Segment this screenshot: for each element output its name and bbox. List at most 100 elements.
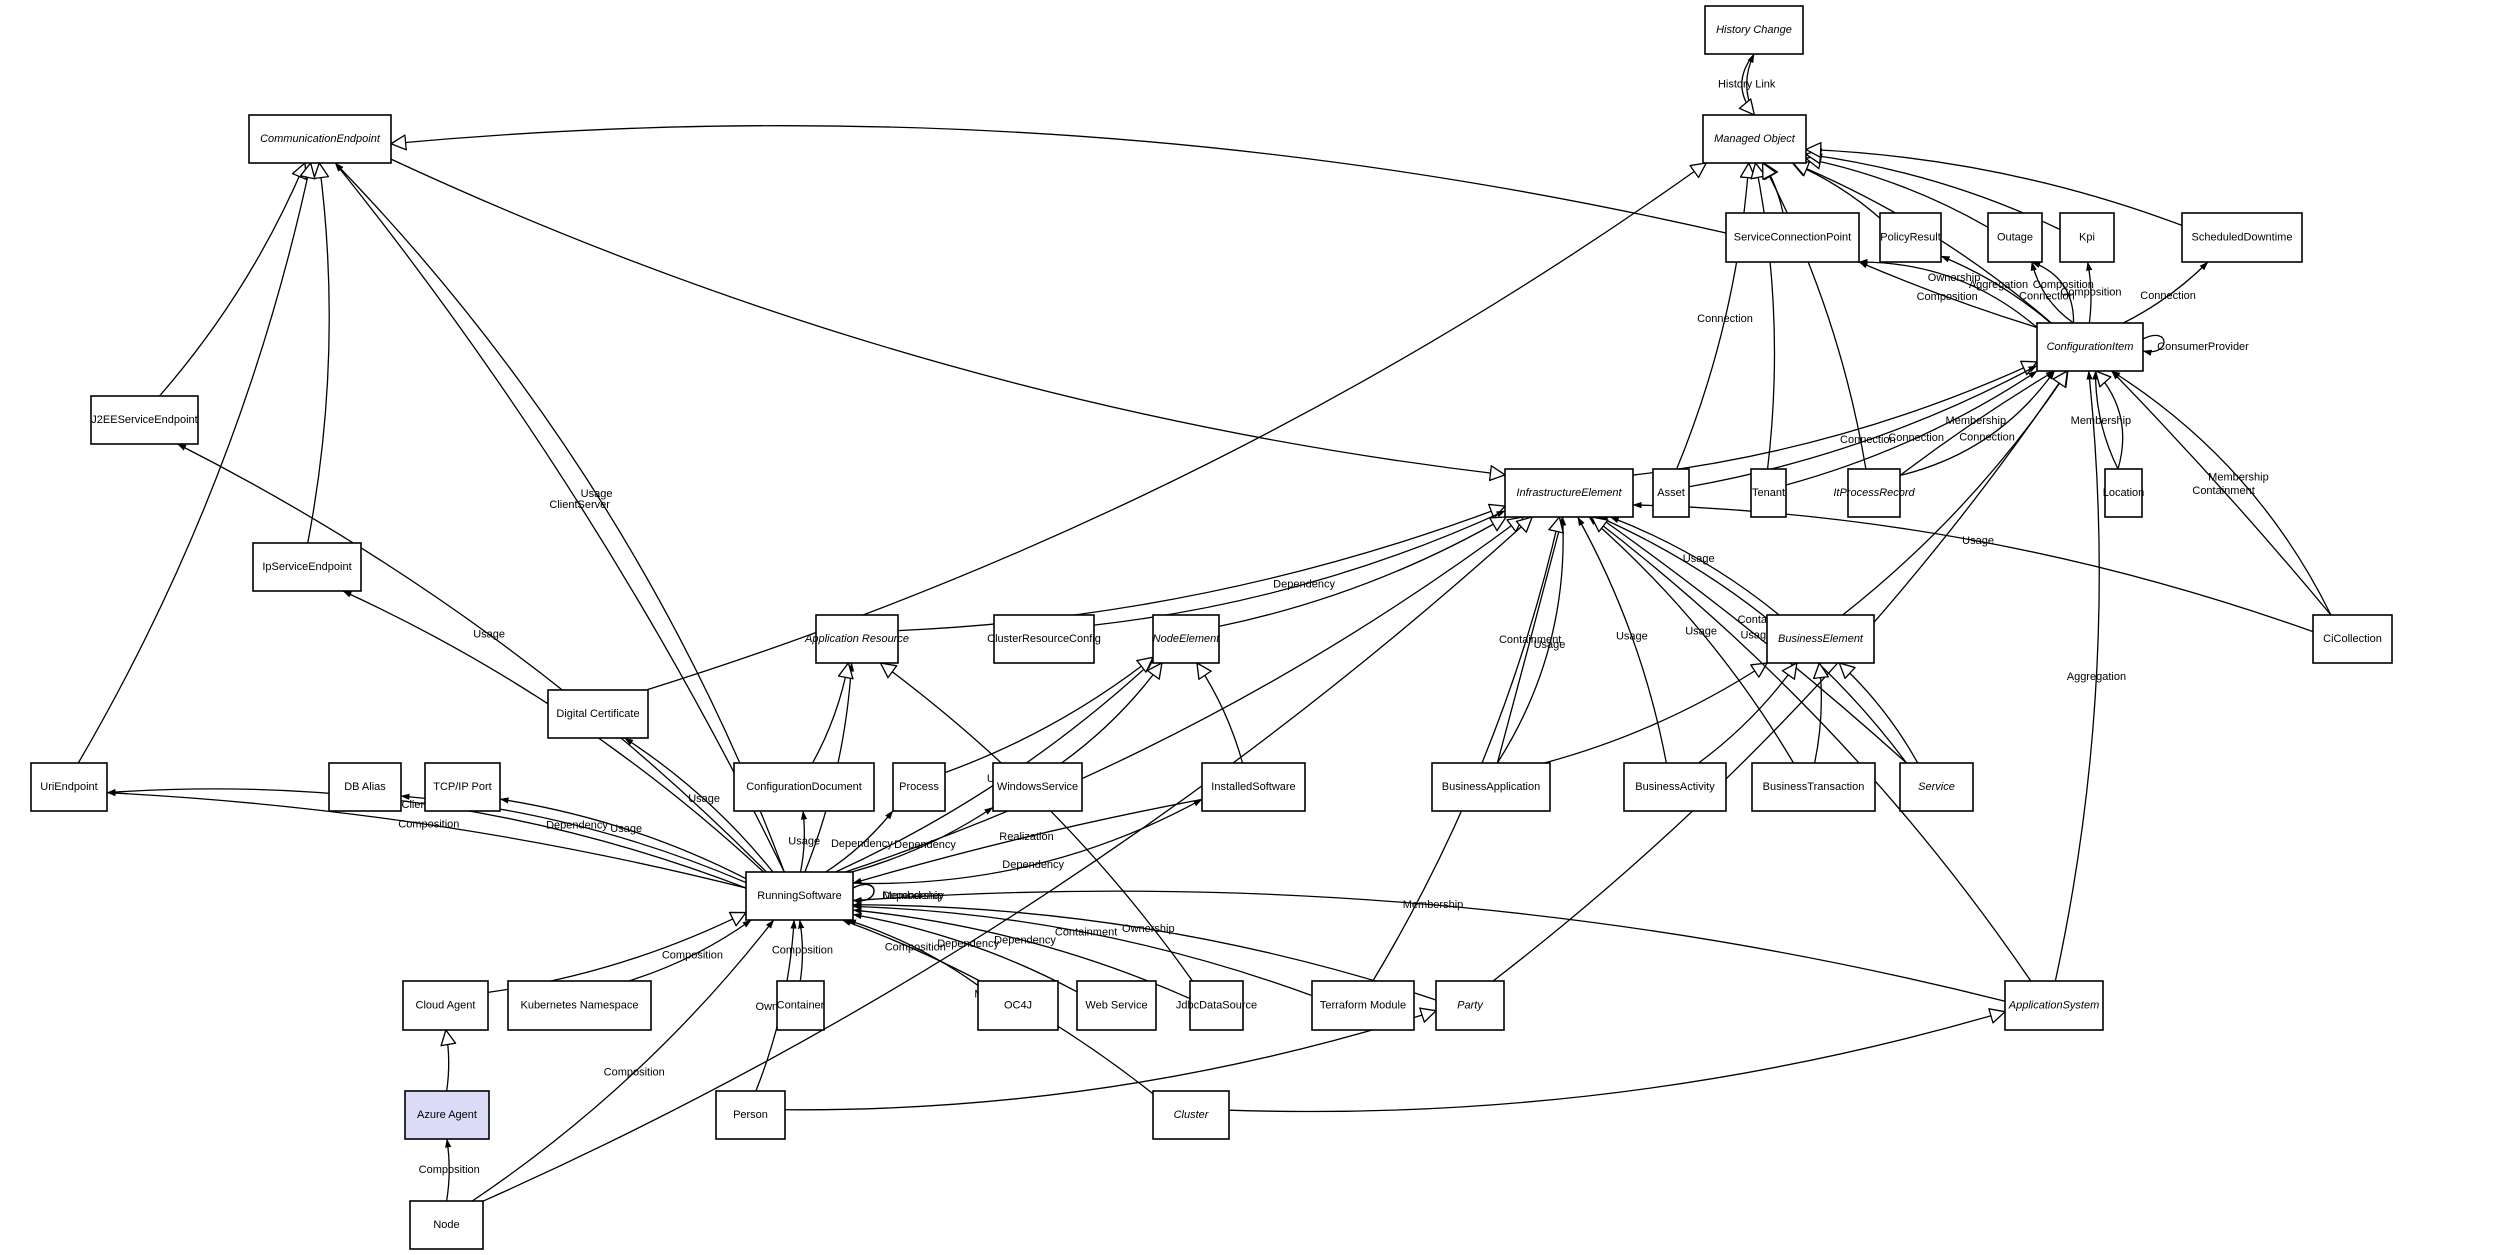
node-configuration-document[interactable]: ConfigurationDocument — [733, 762, 875, 812]
node-terraform-module[interactable]: Terraform Module — [1311, 980, 1415, 1031]
node-web-service[interactable]: Web Service — [1076, 980, 1157, 1031]
node-box[interactable] — [776, 980, 825, 1031]
node-tenant[interactable]: Tenant — [1750, 468, 1787, 518]
node-box[interactable] — [1766, 614, 1875, 664]
edge-kubernetes-namespace-to-running-software — [628, 919, 752, 982]
node-oc4j[interactable]: OC4J — [977, 980, 1059, 1031]
node-box[interactable] — [1152, 614, 1220, 664]
node-cluster-resource-config[interactable]: ClusterResourceConfig — [987, 614, 1101, 664]
node-box[interactable] — [2181, 212, 2303, 263]
node-j2ee-service-endpoint[interactable]: J2EEServiceEndpoint — [90, 395, 199, 445]
node-box[interactable] — [1652, 468, 1690, 518]
node-business-application[interactable]: BusinessApplication — [1431, 762, 1551, 812]
node-location[interactable]: Location — [2103, 468, 2145, 518]
node-service[interactable]: Service — [1899, 762, 1974, 812]
node-label: ConfigurationDocument — [746, 781, 862, 793]
node-box[interactable] — [1751, 762, 1876, 812]
node-box[interactable] — [2059, 212, 2115, 263]
node-application-system[interactable]: ApplicationSystem — [2004, 980, 2104, 1031]
node-communication-endpoint[interactable]: CommunicationEndpoint — [248, 114, 392, 164]
node-infrastructure-element[interactable]: InfrastructureElement — [1504, 468, 1634, 518]
node-box[interactable] — [1702, 114, 1807, 164]
node-business-activity[interactable]: BusinessActivity — [1623, 762, 1727, 812]
node-box[interactable] — [1152, 1090, 1230, 1140]
node-box[interactable] — [892, 762, 946, 812]
node-person[interactable]: Person — [715, 1090, 786, 1140]
node-box[interactable] — [248, 114, 392, 164]
node-box[interactable] — [1899, 762, 1974, 812]
node-ci-collection[interactable]: CiCollection — [2312, 614, 2393, 664]
node-box[interactable] — [328, 762, 402, 812]
node-box[interactable] — [402, 980, 489, 1031]
node-configuration-item[interactable]: ConfigurationItem — [2036, 322, 2144, 372]
association-edge — [1093, 510, 1506, 626]
node-box[interactable] — [1987, 212, 2043, 263]
node-cluster[interactable]: Cluster — [1152, 1090, 1230, 1140]
node-box[interactable] — [733, 762, 875, 812]
node-box[interactable] — [1750, 468, 1787, 518]
node-box[interactable] — [2104, 468, 2143, 518]
node-managed-object[interactable]: Managed Object — [1702, 114, 1807, 164]
node-history-change[interactable]: History Change — [1704, 5, 1804, 55]
node-running-software[interactable]: RunningSoftware — [745, 871, 854, 921]
node-cloud-agent[interactable]: Cloud Agent — [402, 980, 489, 1031]
node-installed-software[interactable]: InstalledSoftware — [1201, 762, 1306, 812]
node-uri-endpoint[interactable]: UriEndpoint — [30, 762, 108, 812]
node-node[interactable]: Node — [409, 1200, 484, 1250]
node-box[interactable] — [2036, 322, 2144, 372]
node-box[interactable] — [404, 1090, 490, 1140]
node-policy-result[interactable]: PolicyResult — [1879, 212, 1942, 263]
node-box[interactable] — [1076, 980, 1157, 1031]
node-box[interactable] — [1725, 212, 1860, 263]
node-asset[interactable]: Asset — [1652, 468, 1690, 518]
node-outage[interactable]: Outage — [1987, 212, 2043, 263]
node-box[interactable] — [252, 542, 362, 592]
node-box[interactable] — [1704, 5, 1804, 55]
node-windows-service[interactable]: WindowsService — [992, 762, 1083, 812]
node-container[interactable]: Container — [776, 980, 825, 1031]
node-business-element[interactable]: BusinessElement — [1766, 614, 1875, 664]
node-box[interactable] — [977, 980, 1059, 1031]
edge-label: Dependency — [994, 935, 1056, 947]
node-kubernetes-namespace[interactable]: Kubernetes Namespace — [507, 980, 652, 1031]
node-box[interactable] — [1879, 212, 1942, 263]
node-box[interactable] — [90, 395, 199, 445]
node-box[interactable] — [745, 871, 854, 921]
edge-node-element-to-infrastructure-element — [1218, 517, 1506, 628]
node-box[interactable] — [424, 762, 501, 812]
node-ip-service-endpoint[interactable]: IpServiceEndpoint — [252, 542, 362, 592]
node-it-process-record[interactable]: ItProcessRecord — [1833, 468, 1916, 518]
node-azure-agent[interactable]: Azure Agent — [404, 1090, 490, 1140]
node-box[interactable] — [2312, 614, 2393, 664]
node-party[interactable]: Party — [1435, 980, 1505, 1031]
node-business-transaction[interactable]: BusinessTransaction — [1751, 762, 1876, 812]
node-digital-certificate[interactable]: Digital Certificate — [547, 689, 649, 739]
node-box[interactable] — [1435, 980, 1505, 1031]
node-service-connection-point[interactable]: ServiceConnectionPoint — [1725, 212, 1860, 263]
node-box[interactable] — [1504, 468, 1634, 518]
node-box[interactable] — [1201, 762, 1306, 812]
node-box[interactable] — [715, 1090, 786, 1140]
node-process[interactable]: Process — [892, 762, 946, 812]
node-box[interactable] — [993, 614, 1095, 664]
node-box[interactable] — [507, 980, 652, 1031]
node-box[interactable] — [547, 689, 649, 739]
node-db-alias[interactable]: DB Alias — [328, 762, 402, 812]
node-box[interactable] — [992, 762, 1083, 812]
node-box[interactable] — [1847, 468, 1901, 518]
node-box[interactable] — [1311, 980, 1415, 1031]
node-node-element[interactable]: NodeElement — [1152, 614, 1221, 664]
node-application-resource[interactable]: Application Resource — [804, 614, 909, 664]
node-tcp-ip-port[interactable]: TCP/IP Port — [424, 762, 501, 812]
node-box[interactable] — [1431, 762, 1551, 812]
node-box[interactable] — [409, 1200, 484, 1250]
node-jdbc-data-source[interactable]: JdbcDataSource — [1176, 980, 1257, 1031]
node-box[interactable] — [1189, 980, 1244, 1031]
node-box[interactable] — [30, 762, 108, 812]
node-kpi[interactable]: Kpi — [2059, 212, 2115, 263]
generalization-edge — [1793, 163, 1881, 219]
node-box[interactable] — [1623, 762, 1727, 812]
node-box[interactable] — [815, 614, 899, 664]
node-box[interactable] — [2004, 980, 2104, 1031]
node-scheduled-downtime[interactable]: ScheduledDowntime — [2181, 212, 2303, 263]
